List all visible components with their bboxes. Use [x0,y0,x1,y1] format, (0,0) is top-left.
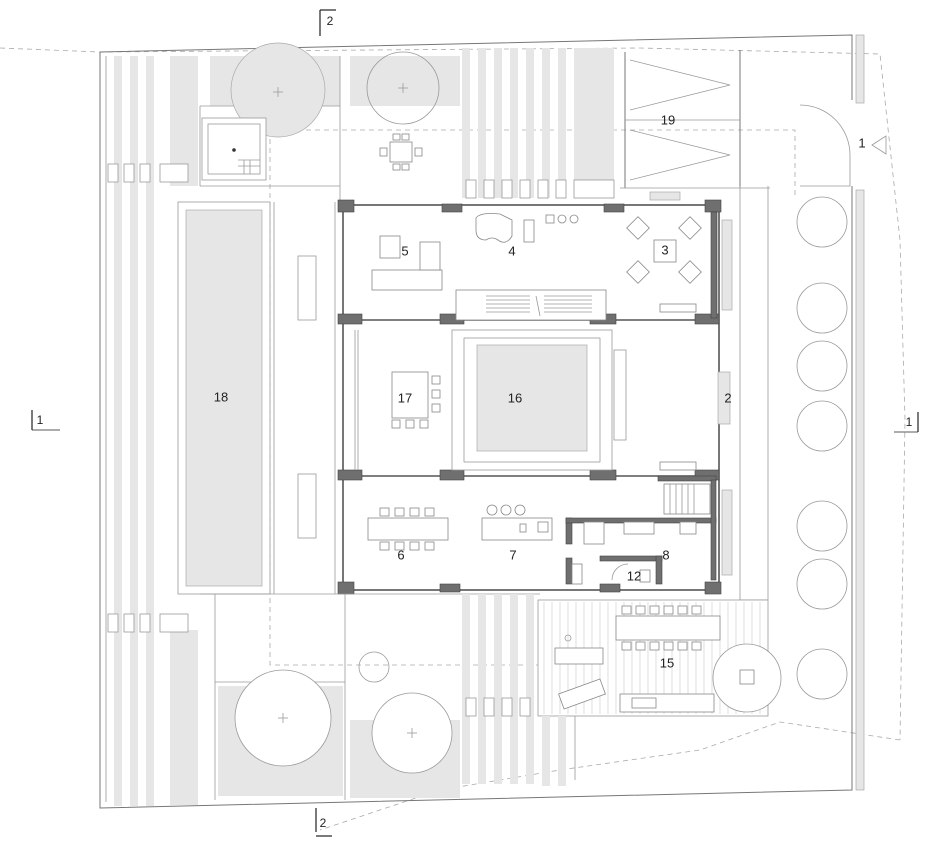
stair-tower [201,117,267,181]
patio-table-top [379,133,423,171]
living-furniture [371,213,702,313]
room-label-19: 19 [661,112,675,127]
room-labels: 1 2 3 4 5 6 7 8 12 15 16 17 18 19 [214,112,866,670]
room-label-4: 4 [508,243,515,258]
room-label-15: 15 [660,655,674,670]
section-marker-right: 1 [906,415,913,429]
garden-wall [99,34,887,809]
room-label-1: 1 [858,135,865,150]
section-markers: 2 2 1 1 [31,9,919,837]
right-garden [739,186,848,700]
room-label-7: 7 [509,547,516,562]
section-marker-bottom: 2 [320,816,327,830]
dining-table-17 [391,371,441,429]
room-label-3: 3 [661,242,668,257]
room-label-16: 16 [508,390,522,405]
pool [177,201,336,595]
room-label-17: 17 [398,390,412,405]
room-label-8: 8 [662,547,669,562]
service-stair [657,475,717,581]
house-walls [337,199,733,595]
section-marker-top: 2 [327,14,334,28]
kitchen-area [367,504,717,585]
parking-area [620,50,770,201]
central-stair [455,289,607,321]
courtyard [451,329,731,471]
room-label-18: 18 [214,389,228,404]
trees-top [230,42,440,138]
room-label-6: 6 [397,547,404,562]
left-paving-strips [107,56,198,806]
room-label-5: 5 [401,243,408,258]
section-marker-left: 1 [37,413,44,427]
terrace [537,599,782,717]
room-label-2: 2 [724,390,731,405]
room-label-12: 12 [627,568,641,583]
bottom-garden [200,593,576,800]
